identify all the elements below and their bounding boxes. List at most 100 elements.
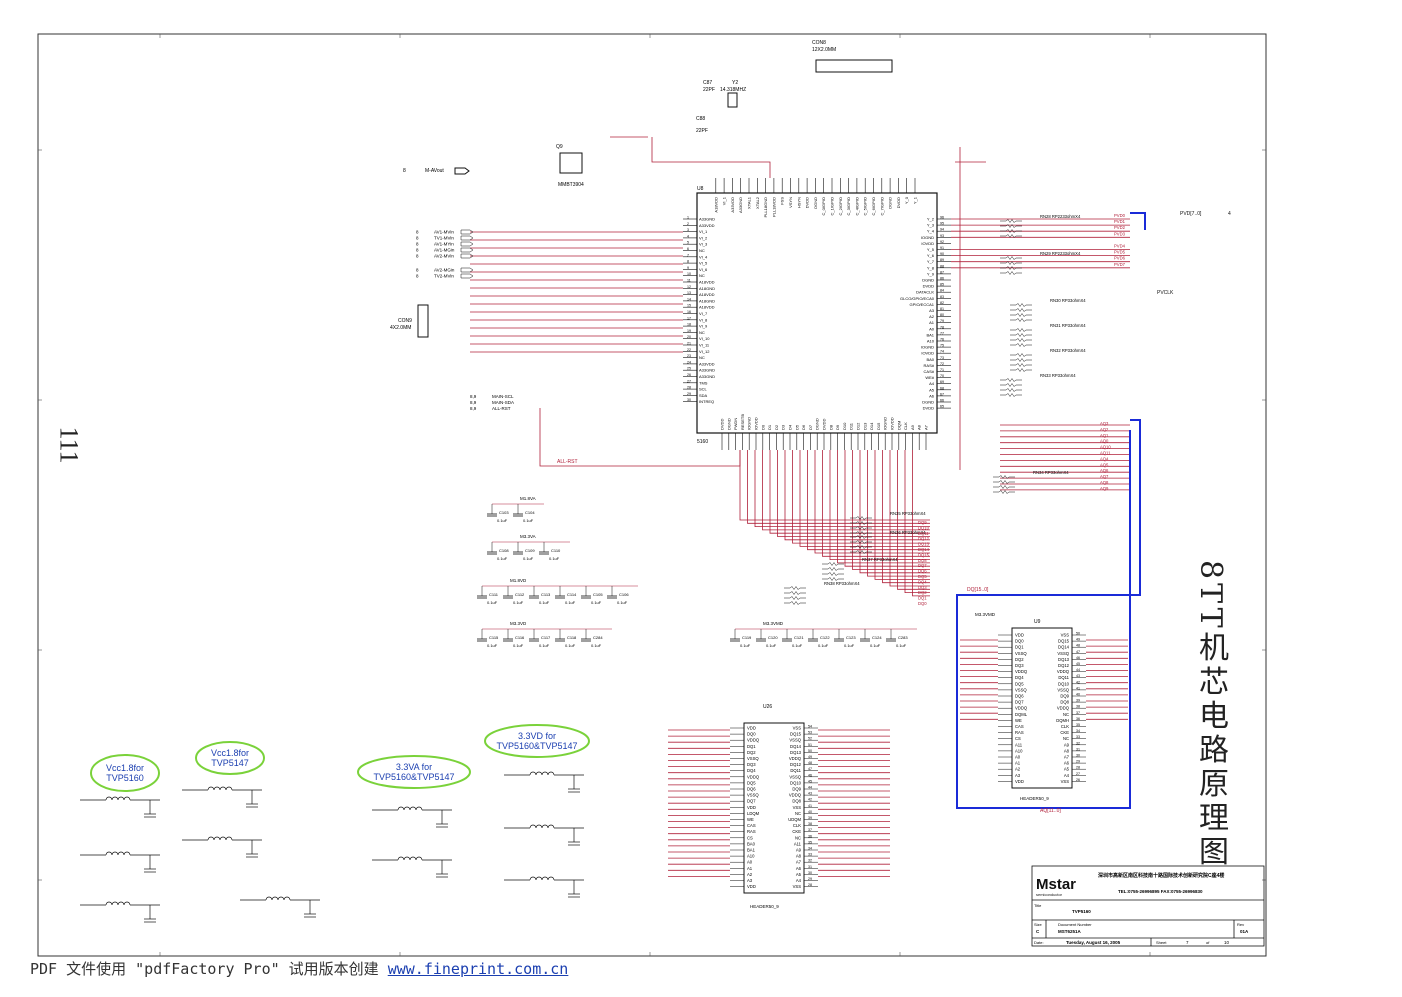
mem-pin-name: DQ6 [1015, 694, 1024, 699]
u8-pin-name: VI_7 [699, 311, 708, 316]
u8-pin-num: 29 [687, 392, 691, 396]
mem-pin-name: A7 [1064, 755, 1070, 760]
cap-val: 0.1uF [549, 556, 560, 561]
aq-net: AQ7 [1100, 474, 1109, 479]
note-ellipse [195, 741, 265, 775]
dq-net: DQ0 [918, 601, 927, 606]
u8-pin-num: 13 [687, 291, 691, 295]
q9-ref: Q9 [556, 144, 563, 150]
con8-ref: CON8 [812, 40, 826, 46]
con9-desc: 4X2.0MM [390, 325, 411, 331]
mem-pin-name: CAS [747, 823, 756, 828]
mem-pin-name: VSSQ [1015, 687, 1027, 692]
mem-pin-name: VDDQ [789, 793, 802, 798]
input-label: AV1-MVin [434, 230, 454, 235]
u8-pin-num: 87 [940, 270, 944, 274]
mem-pin-num: 40 [1076, 693, 1080, 697]
u8-pin-num: 71 [940, 368, 944, 372]
title-value: TVP5160 [1072, 909, 1091, 914]
u8-pin-name: VI_1 [722, 196, 727, 205]
rn-label: RN29 RP2233ohmX4 [1040, 251, 1081, 256]
mem-pin-name: CS [1015, 736, 1021, 741]
mem-pin-name: DQ2 [1015, 657, 1024, 662]
footer-link[interactable]: www.fineprint.com.cn [387, 960, 569, 978]
mem-pin-name: NC [795, 811, 801, 816]
u8-pin-name: C_0/GPIO [821, 197, 826, 215]
u8-pin-name: A18VDD [699, 280, 715, 285]
u8-pin-num: 23 [687, 354, 691, 358]
cap-val: 0.1uF [487, 643, 498, 648]
mem-pin-name: DQ15 [1058, 639, 1070, 644]
date-value: Tuesday, August 16, 2005 [1066, 940, 1121, 945]
mem-pin-name: A7 [796, 860, 802, 865]
rn-label: RN31 RP33ohmX4 [1050, 323, 1086, 328]
cap-val: 0.1uF [539, 643, 550, 648]
u8-pin-name: INTREQ [699, 399, 714, 404]
cap-val: 0.1uF [513, 643, 524, 648]
cap-ref: C124 [872, 635, 882, 640]
mem-pin-name: CAS [1015, 724, 1024, 729]
u8-pin-num: 88 [940, 264, 944, 268]
u8-pin-num: 70 [940, 374, 944, 378]
signal-wires [470, 136, 1130, 877]
u8-pin-name: Y_1 [913, 196, 918, 204]
docnum-label: Document Number [1058, 922, 1092, 927]
c88-ref: C88 [696, 116, 705, 122]
cap-ref: C114 [567, 592, 577, 597]
mem-pin-num: 36 [808, 834, 812, 838]
page-number: 111 [54, 426, 84, 464]
mem-pin-name: A10 [747, 854, 755, 859]
u8-pin-num: 80 [940, 313, 944, 317]
mem-pin-num: 30 [808, 871, 812, 875]
u8-pin-name: A10 [927, 339, 935, 344]
input-label: AV1-MYin [434, 242, 454, 247]
mem-pin-num: 32 [1076, 741, 1080, 745]
rev-label: Rev [1237, 922, 1244, 927]
mem-pin-num: 47 [1076, 650, 1080, 654]
i2c-prefix: 8,9 [470, 400, 477, 405]
mem-pin-num: 37 [808, 828, 812, 832]
sheet-value: 7 [1186, 940, 1189, 945]
u8-pin-name: XTAL2 [755, 196, 760, 209]
q9-transistor: Q9 MMBT3904 [556, 144, 584, 188]
u8-pin-num: 9 [687, 266, 689, 270]
c87-val: 22PF [703, 87, 715, 93]
date-label: Date: [1034, 940, 1044, 945]
mem-pin-name: VSS [793, 884, 802, 889]
u8-pin-name: GLCO/GPIO/ECA0 [900, 296, 935, 301]
cap-ref: C122 [820, 635, 830, 640]
mem-pin-num: 39 [1076, 699, 1080, 703]
mem-pin-name: WE [747, 817, 754, 822]
u8-pin-name: IOVDD [921, 241, 934, 246]
rn-label: RN30 RP33ohmX4 [1050, 298, 1086, 303]
mem-pin-name: A0 [1015, 755, 1021, 760]
of-value: 10 [1224, 940, 1230, 945]
dq-net: DQ12 [918, 536, 930, 541]
u8-pin-name: IOVDD [754, 417, 759, 430]
cap-ref: C283 [898, 635, 908, 640]
u8-pin-name: A33VDD [699, 223, 715, 228]
mem-pin-name: DQ4 [747, 768, 756, 773]
u8-pin-name: DGND [726, 418, 731, 430]
input-prefix: 8 [416, 268, 419, 273]
u8-pin-num: 84 [940, 289, 944, 293]
mem-pin-num: 36 [1076, 717, 1080, 721]
u8-ref: U8 [697, 186, 704, 192]
u8-pin-name: VI_11 [699, 343, 710, 348]
u8-pin-num: 8 [687, 260, 689, 264]
u8-pin-num: 75 [940, 344, 944, 348]
mem-pin-num: 41 [1076, 686, 1080, 690]
u8-pin-name: VI_5 [699, 261, 708, 266]
cap-ref: C112 [515, 592, 525, 597]
mem-pin-name: VDD [747, 805, 756, 810]
rev-value: 01A [1240, 929, 1249, 934]
u8-pin-name: RAS# [924, 363, 935, 368]
u8-pin-name: VI_8 [699, 317, 708, 322]
power-note-text: Vcc1.8for [211, 748, 249, 758]
u8-pin-name: PWDN [733, 418, 738, 430]
input-prefix: 8 [416, 236, 419, 241]
u8-pin-num: 5 [687, 241, 689, 245]
mem-pin-num: 39 [808, 816, 812, 820]
u8-pin-name: VI_12 [699, 349, 710, 354]
